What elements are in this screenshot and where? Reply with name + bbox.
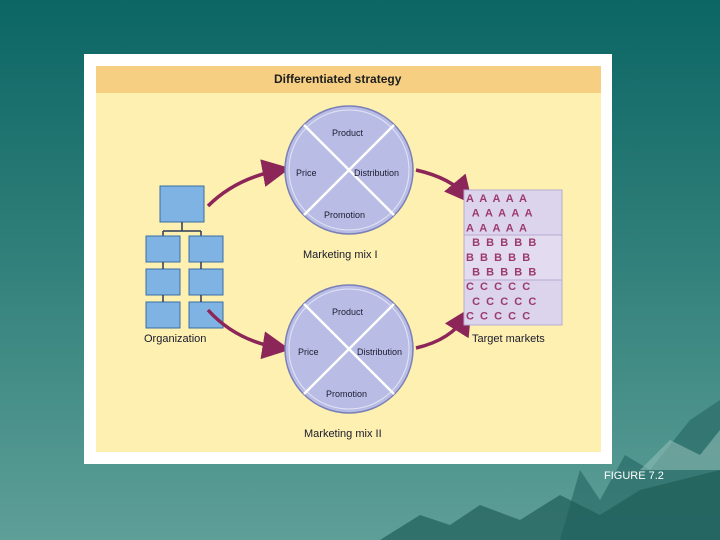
differentiated-strategy-diagram: Organization Product Price Distribution …: [144, 105, 563, 440]
marketing-mix-1-circle: [284, 105, 414, 235]
organization-chart: [145, 185, 224, 329]
slide-card: Differentiated strategy: [84, 54, 612, 464]
arrow-org-to-mix2: [206, 308, 291, 360]
mix1-promotion-label: Promotion: [324, 210, 365, 220]
figure-title: Differentiated strategy: [274, 72, 402, 86]
mix1-distribution-label: Distribution: [354, 168, 399, 178]
target-markets-label: Target markets: [472, 333, 545, 345]
figure-area: Differentiated strategy: [96, 66, 601, 452]
arrow-org-to-mix1: [206, 159, 291, 208]
target-market-row: C C C C C: [466, 311, 530, 323]
arrow-mix1-to-targets: [415, 168, 473, 205]
marketing-mix-2-circle: [284, 284, 414, 414]
target-market-row: B B B B B: [466, 237, 536, 249]
target-markets-grid: A A A A A A A A A A A A A A A B B B B B B …: [463, 189, 563, 326]
figure-number-label: FIGURE 7.2: [604, 470, 664, 482]
target-market-row: A A A A A: [466, 193, 527, 205]
mix1-price-label: Price: [296, 168, 317, 178]
organization-label: Organization: [144, 333, 206, 345]
arrow-mix2-to-targets: [415, 307, 472, 350]
mix2-caption: Marketing mix II: [304, 428, 382, 440]
mix2-price-label: Price: [298, 347, 319, 357]
mix2-distribution-label: Distribution: [357, 347, 402, 357]
target-market-row: A A A A A: [466, 208, 533, 220]
mix1-product-label: Product: [332, 128, 364, 138]
target-market-row: C C C C C: [466, 296, 536, 308]
title-bar: Differentiated strategy: [96, 66, 601, 93]
target-market-row: C C C C C: [466, 281, 530, 293]
mix2-promotion-label: Promotion: [326, 389, 367, 399]
target-market-row: B B B B B: [466, 267, 536, 279]
target-market-row: A A A A A: [466, 222, 527, 234]
mix1-caption: Marketing mix I: [303, 249, 378, 261]
target-market-row: B B B B B: [466, 252, 530, 264]
mix2-product-label: Product: [332, 307, 364, 317]
